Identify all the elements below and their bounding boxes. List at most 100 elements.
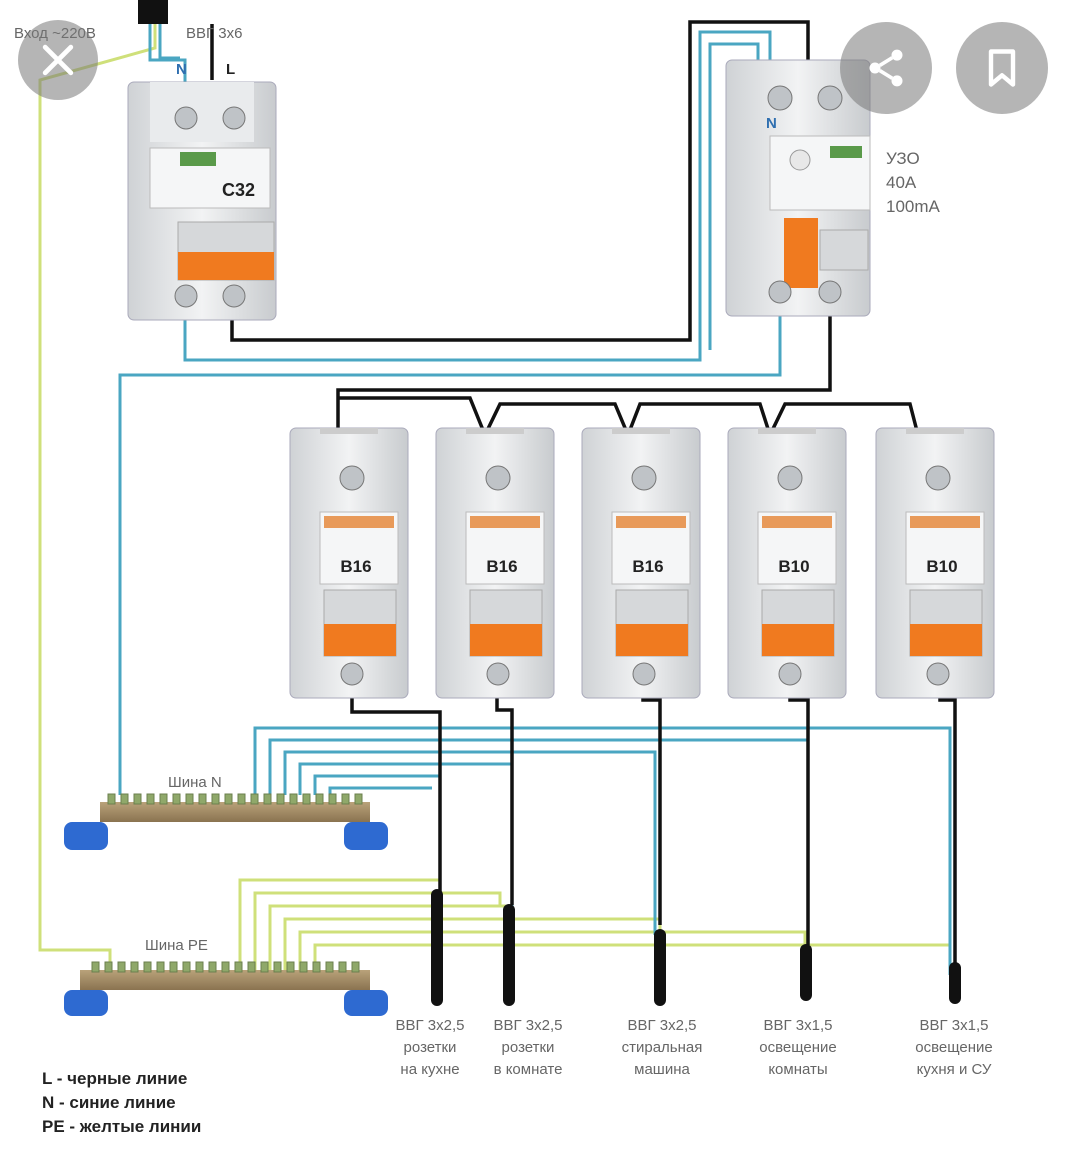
bus-screw (250, 793, 259, 805)
bus-screw (354, 793, 363, 805)
output-line2: кухня и СУ (917, 1061, 992, 1078)
group-breaker: B16 (435, 427, 555, 699)
output-line1: стиральная (622, 1039, 703, 1056)
bus-screw (302, 793, 311, 805)
bus-pe-label: Шина PE (145, 937, 208, 954)
bus-screw (260, 961, 269, 973)
bus-screw (338, 961, 347, 973)
breaker-rating: B10 (926, 557, 957, 576)
bus-screw (195, 961, 204, 973)
legend-phase: L - черные линие (42, 1069, 187, 1088)
share-icon (869, 49, 903, 87)
bus-screw (276, 793, 285, 805)
output-label: ВВГ 3х2,5 стиральная машина (622, 1017, 703, 1078)
bus-screw (224, 793, 233, 805)
bus-screw (263, 793, 272, 805)
bus-screw (104, 961, 113, 973)
main-terminal-n: N (176, 61, 187, 78)
share-button[interactable] (840, 22, 932, 114)
close-icon (42, 44, 74, 76)
output-label: ВВГ 3х2,5 розетки на кухне (396, 1017, 465, 1078)
group-breaker: B10 (727, 427, 847, 699)
bus-screw (325, 961, 334, 973)
output-cable: ВВГ 3х1,5 (764, 1017, 833, 1034)
close-button[interactable] (18, 20, 98, 100)
output-labels: ВВГ 3х2,5 розетки на кухне ВВГ 3х2,5 розетки… (396, 1017, 993, 1078)
bus-screw (117, 961, 126, 973)
output-line1: розетки (502, 1039, 555, 1056)
bus-screw (247, 961, 256, 973)
bus-screw (234, 961, 243, 973)
bookmark-button[interactable] (956, 22, 1048, 114)
legend-neutral: N - синие линие (42, 1093, 176, 1112)
output-line1: освещение (759, 1039, 837, 1056)
bus-screw (185, 793, 194, 805)
bus-screw (169, 961, 178, 973)
bus-screw (237, 793, 246, 805)
group-breakers: B16 B16 B16 B10 B10 (289, 427, 995, 699)
bus-screw (286, 961, 295, 973)
input-cable (138, 0, 168, 24)
rcd-terminal-n: N (766, 115, 777, 132)
bus-screw (159, 793, 168, 805)
output-label: ВВГ 3х2,5 розетки в комнате (494, 1017, 563, 1078)
bus-screw (120, 793, 129, 805)
bus-screw (315, 793, 324, 805)
group-breaker: B10 (875, 427, 995, 699)
legend: L - черные линие N - синие линие PE - же… (42, 1069, 201, 1136)
breaker-rating: B10 (778, 557, 809, 576)
group-breaker: B16 (289, 427, 409, 699)
bus-screw (146, 793, 155, 805)
output-line2: на кухне (400, 1061, 459, 1078)
bus-screw (289, 793, 298, 805)
bus-screw (107, 793, 116, 805)
bus-n (64, 793, 388, 850)
bus-screw (328, 793, 337, 805)
output-cable: ВВГ 3х1,5 (920, 1017, 989, 1034)
bus-screw (221, 961, 230, 973)
bus-screw (130, 961, 139, 973)
rcd-device (725, 59, 871, 317)
bus-screw (211, 793, 220, 805)
bus-screw (208, 961, 217, 973)
output-cable: ВВГ 3х2,5 (628, 1017, 697, 1034)
bus-screw (182, 961, 191, 973)
bus-screw (91, 961, 100, 973)
output-cables (431, 889, 961, 1006)
breaker-rating: B16 (340, 557, 371, 576)
bus-screw (312, 961, 321, 973)
bus-screw (156, 961, 165, 973)
input-cable-label: ВВГ 3х6 (186, 25, 242, 42)
rcd-current: 40А (886, 173, 917, 192)
bus-screw (299, 961, 308, 973)
breaker-rating: B16 (486, 557, 517, 576)
output-label: ВВГ 3х1,5 освещение кухня и СУ (915, 1017, 993, 1078)
rcd-title: УЗО (886, 149, 920, 168)
bus-screw (351, 961, 360, 973)
output-line2: комнаты (768, 1061, 827, 1078)
bookmark-icon (988, 49, 1016, 87)
group-breaker: B16 (581, 427, 701, 699)
output-line1: освещение (915, 1039, 993, 1056)
legend-earth: PE - желтые линии (42, 1117, 201, 1136)
bus-screw (198, 793, 207, 805)
breaker-rating: B16 (632, 557, 663, 576)
output-label: ВВГ 3х1,5 освещение комнаты (759, 1017, 837, 1078)
output-line2: в комнате (494, 1061, 563, 1078)
main-breaker-rating: C32 (222, 180, 255, 200)
bus-screw (172, 793, 181, 805)
output-cable: ВВГ 3х2,5 (494, 1017, 563, 1034)
bus-screw (341, 793, 350, 805)
bus-screw (273, 961, 282, 973)
output-cable: ВВГ 3х2,5 (396, 1017, 465, 1034)
output-line1: розетки (404, 1039, 457, 1056)
bus-pe (64, 961, 388, 1016)
rcd-leakage: 100mA (886, 197, 941, 216)
output-line2: машина (634, 1061, 690, 1078)
bus-screw (143, 961, 152, 973)
main-terminal-l: L (226, 61, 235, 78)
earth-wires (38, 20, 952, 970)
main-breaker (127, 81, 277, 321)
bus-n-label: Шина N (168, 774, 222, 791)
